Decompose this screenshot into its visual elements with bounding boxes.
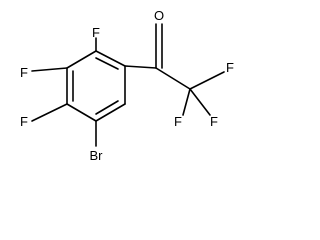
atom-label-f-cf3-lower-left: F — [174, 114, 182, 129]
ring-double-bond-c5-c6 — [95, 100, 119, 115]
bond-cf3-to-f-lower-left — [182, 88, 191, 116]
ring-double-bond-c1-c2 — [95, 57, 119, 70]
structure-diagram: F F F Br O F F F — [20, 8, 234, 163]
bond-cf3-to-f-lower-right — [189, 88, 211, 116]
substituent-bonds — [31, 23, 225, 147]
ring-bond-c2-c3 — [66, 50, 97, 69]
ring-bond-c1-c2 — [95, 50, 126, 67]
atom-labels: F F F Br O F F F — [20, 8, 234, 163]
molecule-drawing: F F F Br O F F F — [20, 8, 234, 163]
bond-ring-to-f-upper-left — [31, 67, 68, 72]
ring-bond-c5-c6 — [95, 103, 126, 122]
ring-bond-c4-c5 — [66, 103, 97, 122]
bond-carbonyl-to-cf3 — [155, 67, 191, 90]
atom-label-o: O — [154, 8, 164, 23]
atom-label-f-lower-left: F — [20, 114, 28, 129]
atom-label-f-cf3-lower-right: F — [210, 114, 218, 129]
atom-label-f-cf3-right: F — [226, 60, 234, 75]
bond-ring-to-f-lower-left — [31, 103, 68, 122]
atom-label-f-top: F — [92, 25, 100, 40]
atom-label-f-upper-left: F — [20, 65, 28, 80]
atom-label-br: Br — [90, 148, 104, 163]
bond-cf3-to-f-right — [189, 71, 225, 90]
benzene-ring — [66, 50, 126, 122]
bond-ring-to-carbonyl — [124, 65, 157, 69]
